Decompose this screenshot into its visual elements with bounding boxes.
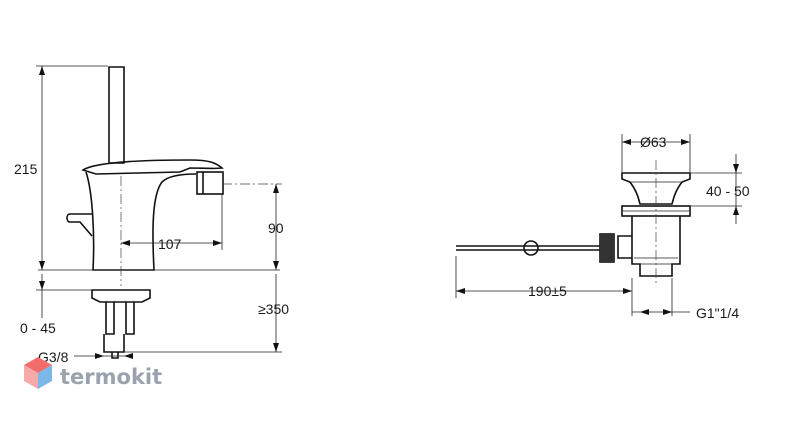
dim-spout-height: 90: [268, 220, 284, 236]
faucet-fixing: [91, 289, 151, 303]
dim-rod-length: 190±5: [528, 283, 567, 299]
dim-drain-diameter: Ø63: [640, 134, 667, 150]
dim-deck-thickness: 0 - 45: [20, 320, 56, 336]
watermark-logo: termokit: [24, 357, 162, 389]
drain-side-connector: [617, 235, 632, 259]
faucet-drawing: 215 107 90 0 - 45 ≥350 G3/8: [14, 65, 289, 365]
logo-cube-right: [38, 365, 52, 389]
drain-cup: [621, 172, 691, 205]
faucet-spout: [196, 171, 224, 195]
dim-drain-thread: G1"1/4: [696, 305, 739, 321]
dim-connection: G3/8: [38, 349, 69, 365]
logo-cube-left: [24, 365, 38, 389]
faucet-lever: [108, 66, 125, 164]
faucet-top-plate: [81, 159, 224, 175]
drain-drawing: Ø63 40 - 50 190±5 G1"1/4: [455, 134, 750, 321]
watermark-text: termokit: [60, 365, 162, 389]
faucet-side-tab: [66, 213, 93, 237]
dim-hose-length: ≥350: [258, 301, 289, 317]
dim-height-total: 215: [14, 161, 38, 177]
drain-rod-knob: [523, 240, 539, 256]
faucet-body: [85, 171, 197, 271]
dim-spout-reach: 107: [158, 236, 182, 252]
dim-drain-height: 40 - 50: [706, 183, 750, 199]
